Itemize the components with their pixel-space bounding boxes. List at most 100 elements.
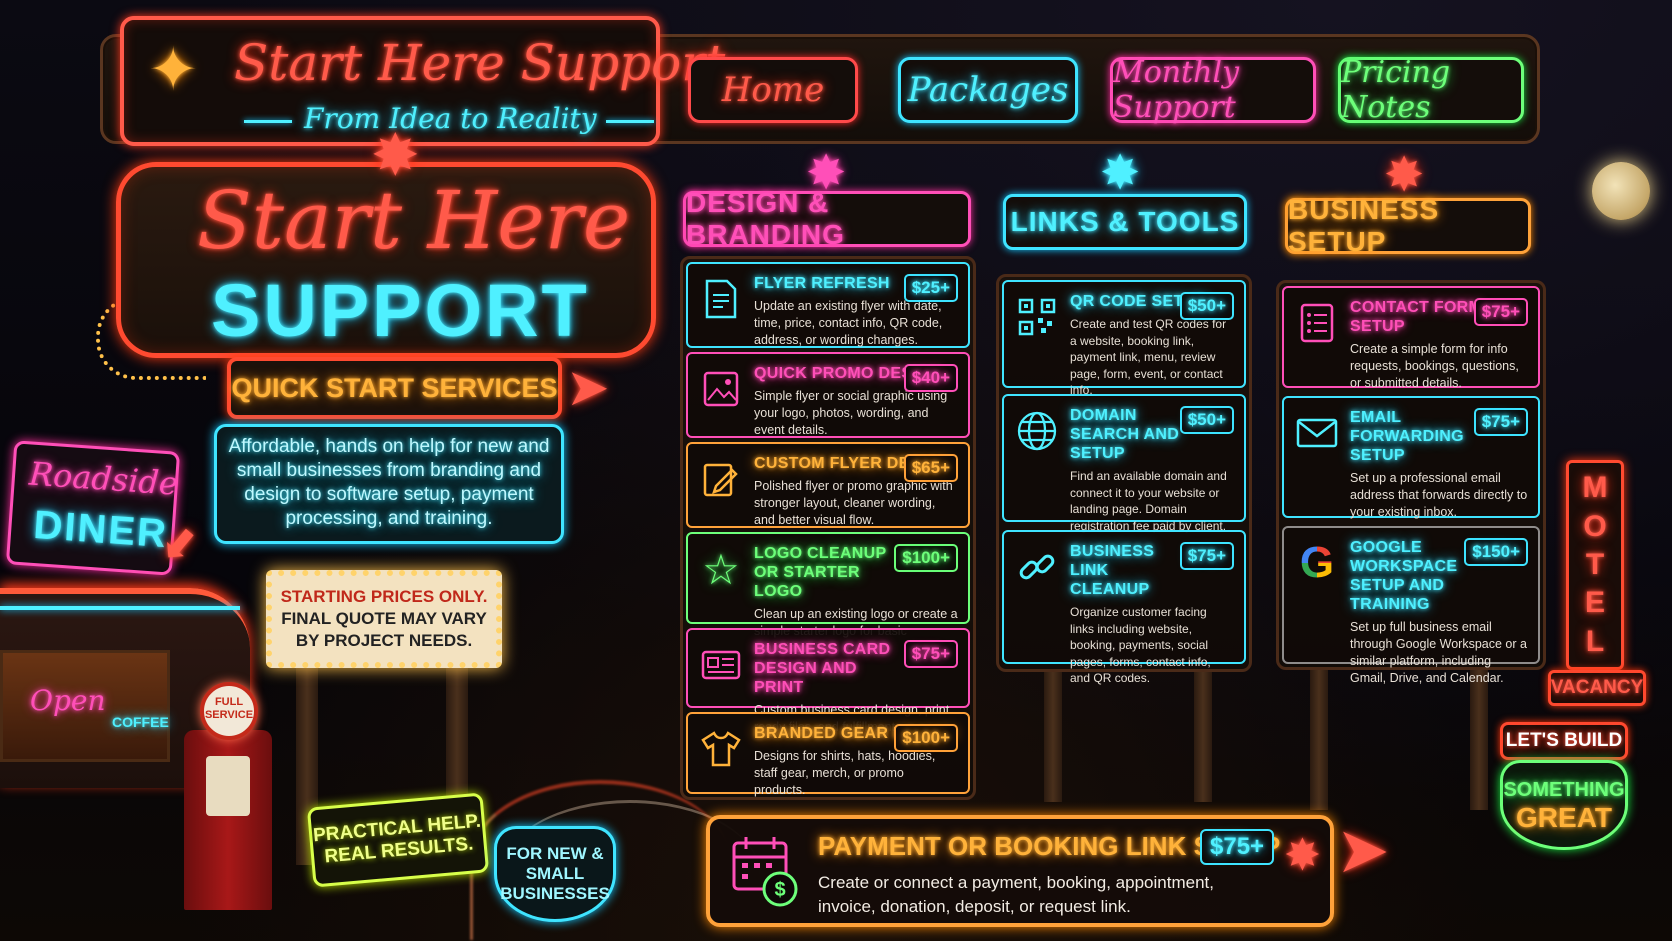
vacancy-sign: VACANCY (1548, 670, 1646, 706)
practical-help-badge: PRACTICAL HELP. REAL RESULTS. (306, 792, 490, 888)
price-badge: $50+ (1179, 406, 1234, 434)
price-badge: $40+ (903, 364, 958, 392)
service-card[interactable]: CONTACT FORM SETUP Create a simple form … (1282, 286, 1540, 390)
service-card[interactable]: ☆ LOGO CLEANUP OR STARTER LOGO Clean up … (686, 532, 970, 655)
payment-banner[interactable]: $ PAYMENT OR BOOKING LINK SETUP $75+ Cre… (706, 815, 1334, 927)
payment-desc-line1: Create or connect a payment, booking, ap… (818, 873, 1214, 892)
brand-sign[interactable]: ✦ Start Here Support From Idea to Realit… (120, 16, 725, 146)
brand-tagline: From Idea to Reality (304, 102, 597, 135)
new-small-business-shield: FOR NEW & SMALL BUSINESSES (494, 826, 616, 922)
service-description: Create and test QR codes for a website, … (1070, 317, 1227, 397)
disclaimer-line1: STARTING PRICES ONLY. (280, 587, 488, 606)
arrow-right-icon: ➤ (1336, 814, 1390, 886)
service-title: DOMAIN SEARCH AND SETUP (1070, 407, 1180, 462)
lets-build-banner: LET'S BUILD (1500, 722, 1628, 760)
pump-line1: FULL (214, 696, 244, 708)
service-description: Simple flyer or social graphic using you… (754, 389, 948, 437)
service-title: GOOGLE WORKSPACE SETUP AND TRAINING (1350, 539, 1458, 613)
column-star-icon: ✸ (806, 147, 847, 200)
service-card[interactable]: FLYER REFRESH Update an existing flyer w… (686, 262, 970, 348)
hero-line1: Start Here (197, 174, 631, 267)
nav-pricing-notes[interactable]: Pricing Notes (1338, 55, 1524, 125)
price-badge: $75+ (1179, 542, 1234, 570)
pump-meter (206, 756, 250, 816)
hero-sign: ✸ Start Here SUPPORT (116, 127, 656, 358)
price-badge: $50+ (1179, 292, 1234, 320)
motel-sign: M O T E L (1566, 460, 1624, 670)
envelope-icon (1296, 412, 1338, 454)
hero-description: Affordable, hands on help for new and sm… (214, 424, 564, 544)
price-badge: $100+ (894, 544, 958, 572)
service-title: LOGO CLEANUP OR STARTER LOGO (754, 545, 887, 600)
service-description: Create a simple form for info requests, … (1350, 342, 1519, 390)
svg-text:$: $ (774, 879, 785, 901)
disclaimer-line3: BY PROJECT NEEDS. (295, 631, 473, 650)
service-description: Organize customer facing links including… (1070, 605, 1211, 685)
shield-line1: FOR NEW & (506, 844, 604, 863)
nav-home[interactable]: Home (688, 57, 858, 123)
service-card[interactable]: QR CODE SETUP Create and test QR codes f… (1002, 280, 1246, 397)
service-card[interactable]: CUSTOM FLYER DESIGN Polished flyer or pr… (686, 442, 970, 528)
something-great-shield: SOMETHING GREAT (1500, 760, 1628, 850)
shield-line2: SMALL (525, 864, 585, 883)
road-light-trails-2 (500, 800, 760, 941)
nav-monthly-support[interactable]: Monthly Support (1110, 55, 1316, 125)
service-description: Set up full business email through Googl… (1350, 620, 1527, 685)
image-icon (700, 368, 742, 410)
sign-post (1470, 670, 1488, 810)
cta-line3: GREAT (1516, 802, 1612, 833)
star-icon: ☆ (702, 545, 740, 593)
diner-stripe (0, 606, 240, 610)
service-card[interactable]: QUICK PROMO DESIGN Simple flyer or socia… (686, 352, 970, 438)
price-badge: $150+ (1464, 538, 1528, 566)
service-description: Set up a professional email address that… (1350, 471, 1528, 519)
full-service-globe: FULL SERVICE (200, 682, 258, 740)
motel-letter: E (1584, 586, 1605, 620)
sign-post (1310, 670, 1328, 810)
service-description: Designs for shirts, hats, hoodies, staff… (754, 749, 936, 797)
motel-letter: O (1583, 509, 1607, 543)
nav-packages[interactable]: Packages (898, 57, 1078, 123)
service-title: EMAIL FORWARDING SETUP (1350, 409, 1464, 464)
service-card[interactable]: BUSINESS CARD DESIGN AND PRINT Custom bu… (686, 628, 970, 734)
sign-post (1044, 672, 1062, 802)
hero-star-icon: ✸ (371, 123, 420, 188)
shield-line3: BUSINESSES (500, 884, 610, 903)
link-icon (1016, 546, 1058, 588)
service-card[interactable]: G GOOGLE WORKSPACE SETUP AND TRAINING Se… (1282, 526, 1540, 685)
service-title: QUICK PROMO DESIGN (754, 365, 942, 382)
price-badge: $75+ (903, 640, 958, 668)
payment-price: $75+ (1200, 829, 1275, 865)
calendar-payment-icon: $ (730, 833, 800, 909)
column-heading-design: DESIGN & BRANDING (683, 187, 971, 250)
column-heading-business: BUSINESS SETUP (1285, 194, 1531, 257)
brand-title: Start Here Support (234, 34, 726, 92)
moon-icon (1592, 162, 1650, 220)
motel-letter: T (1585, 547, 1605, 581)
service-card[interactable]: EMAIL FORWARDING SETUP Set up a professi… (1282, 396, 1540, 519)
open-sign: Open (30, 684, 106, 717)
gas-pump (184, 730, 272, 910)
service-card[interactable]: BUSINESS LINK CLEANUP Organize customer … (1002, 530, 1246, 685)
service-title: QR CODE SETUP (1070, 293, 1207, 310)
diner-line2: DINER (32, 502, 170, 557)
pricing-disclaimer-marquee: STARTING PRICES ONLY. FINAL QUOTE MAY VA… (266, 570, 502, 668)
service-card[interactable]: DOMAIN SEARCH AND SETUP Find an availabl… (1002, 394, 1246, 533)
diner-line1: Roadside (27, 454, 180, 503)
globe-icon (1016, 410, 1058, 452)
diner-windows (0, 650, 170, 762)
price-badge: $25+ (903, 274, 958, 302)
service-title: BUSINESS LINK CLEANUP (1070, 543, 1155, 598)
service-card[interactable]: BRANDED GEAR DESIGN Designs for shirts, … (686, 712, 970, 797)
quick-start-banner: QUICK START SERVICES (227, 357, 562, 419)
motel-letter: L (1585, 624, 1605, 658)
tagline-rule-left (244, 120, 292, 123)
service-title: FLYER REFRESH (754, 275, 890, 292)
price-badge: $65+ (903, 454, 958, 482)
payment-desc-line2: invoice, donation, deposit, or request l… (818, 897, 1131, 916)
coffee-sign: COFFEE (112, 714, 169, 730)
qr-code-icon (1016, 296, 1058, 338)
tshirt-icon (700, 728, 742, 770)
column-star-icon: ✸ (1384, 149, 1425, 202)
